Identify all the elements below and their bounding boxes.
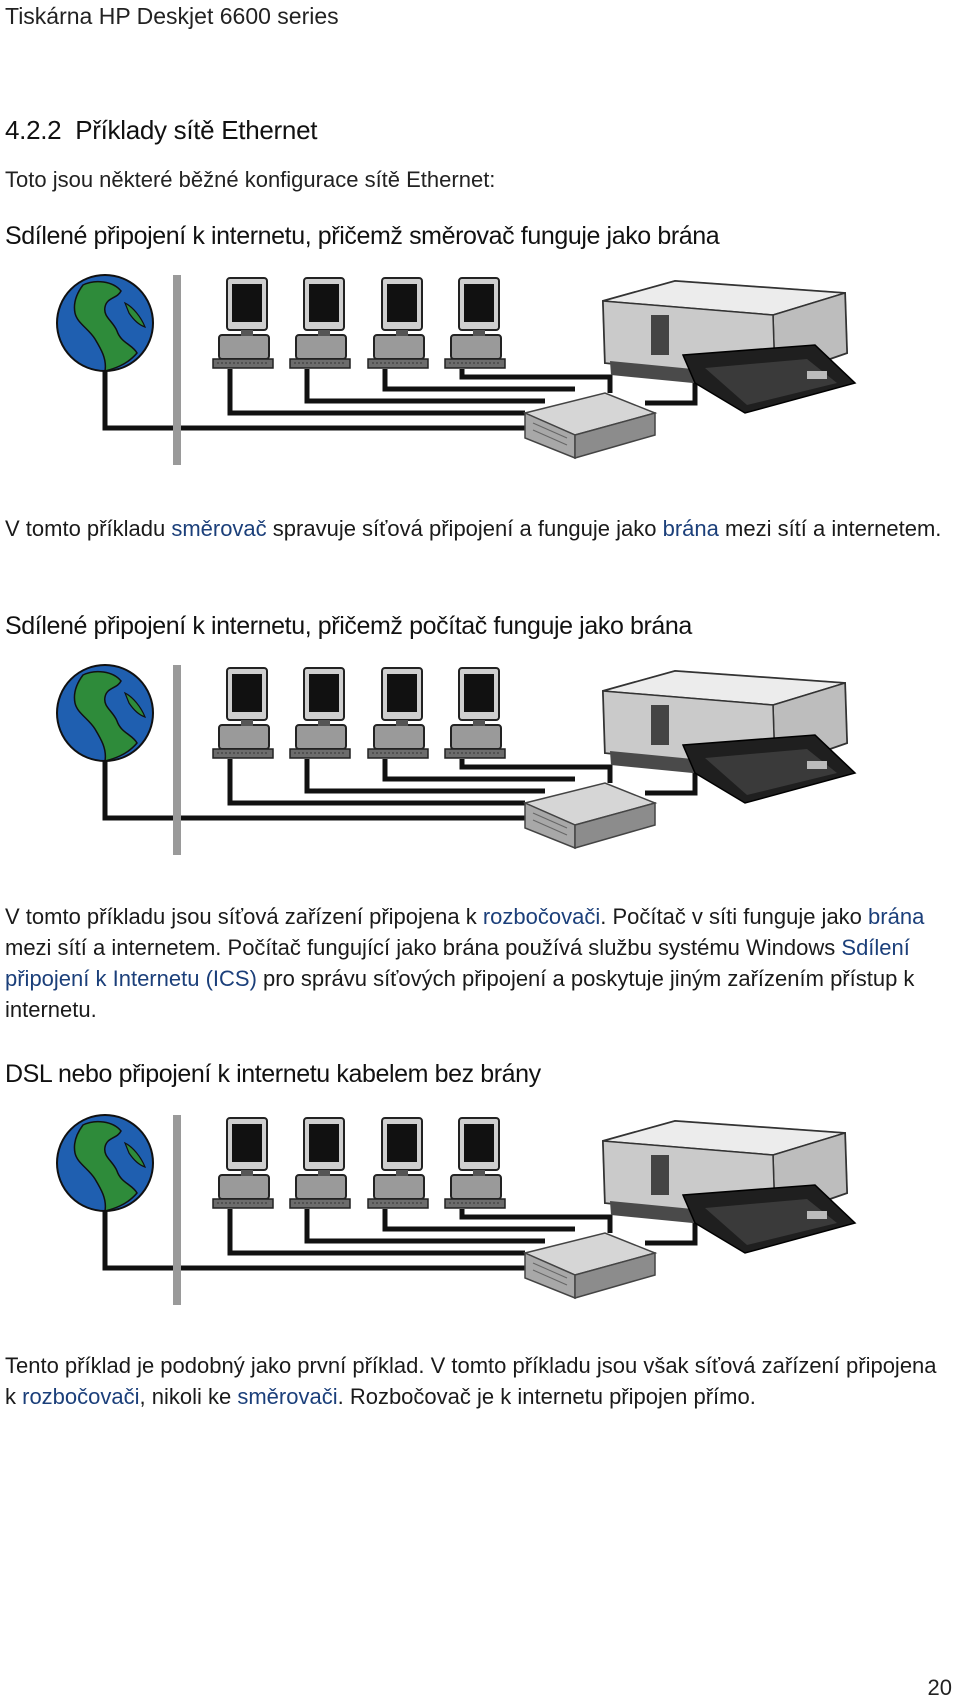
computer-icon <box>367 277 429 369</box>
link-router[interactable]: směrovač <box>171 516 267 541</box>
hub-icon <box>522 782 658 850</box>
globe-icon <box>56 274 154 373</box>
computer-icon <box>444 277 506 369</box>
globe-icon <box>56 664 154 763</box>
globe-icon <box>56 1114 154 1213</box>
section-number: 4.2.2 <box>5 115 62 145</box>
hub-icon <box>522 1232 658 1300</box>
computer-icon <box>289 667 351 759</box>
running-header: Tiskárna HP Deskjet 6600 series <box>5 3 339 29</box>
example-1-text: V tomto příkladu směrovač spravuje síťov… <box>5 516 942 541</box>
computer-icon <box>212 1117 274 1209</box>
network-backbone <box>173 275 181 465</box>
printer-icon <box>601 279 857 414</box>
computer-icon <box>444 667 506 759</box>
intro-text: Toto jsou některé běžné konfigurace sítě… <box>5 167 496 192</box>
computer-icon <box>289 1117 351 1209</box>
section-title: Příklady sítě Ethernet <box>75 115 318 145</box>
computer-icon <box>367 1117 429 1209</box>
printer-icon <box>601 1119 857 1254</box>
example-1-heading: Sdílené připojení k internetu, přičemž s… <box>5 222 720 250</box>
link-router[interactable]: směrovači <box>237 1384 338 1409</box>
page-number: 20 <box>927 1675 952 1700</box>
link-hub[interactable]: rozbočovači <box>22 1384 140 1409</box>
network-backbone <box>173 665 181 855</box>
link-ics[interactable]: Sdílení připojení k Internetu (ICS) <box>5 935 910 991</box>
network-diagram-2 <box>55 663 925 873</box>
link-gateway[interactable]: brána <box>868 904 925 929</box>
network-cables <box>102 328 698 431</box>
link-gateway[interactable]: brána <box>662 516 719 541</box>
example-2-text: V tomto příkladu jsou síťová zařízení př… <box>5 904 925 1022</box>
network-diagram-1 <box>55 273 925 483</box>
example-2-heading: Sdílené připojení k internetu, přičemž p… <box>5 612 692 640</box>
hub-icon <box>522 392 658 460</box>
computer-icon <box>444 1117 506 1209</box>
computer-icon <box>212 667 274 759</box>
example-3-heading: DSL nebo připojení k internetu kabelem b… <box>5 1060 541 1088</box>
computer-icon <box>289 277 351 369</box>
example-3-text: Tento příklad je podobný jako první přík… <box>5 1353 937 1409</box>
section-heading: 4.2.2 Příklady sítě Ethernet <box>5 115 317 146</box>
link-hub[interactable]: rozbočovači <box>482 904 601 929</box>
printer-icon <box>601 669 857 804</box>
computer-icon <box>367 667 429 759</box>
computer-icon <box>212 277 274 369</box>
network-diagram-3 <box>55 1113 925 1323</box>
network-backbone <box>173 1115 181 1305</box>
